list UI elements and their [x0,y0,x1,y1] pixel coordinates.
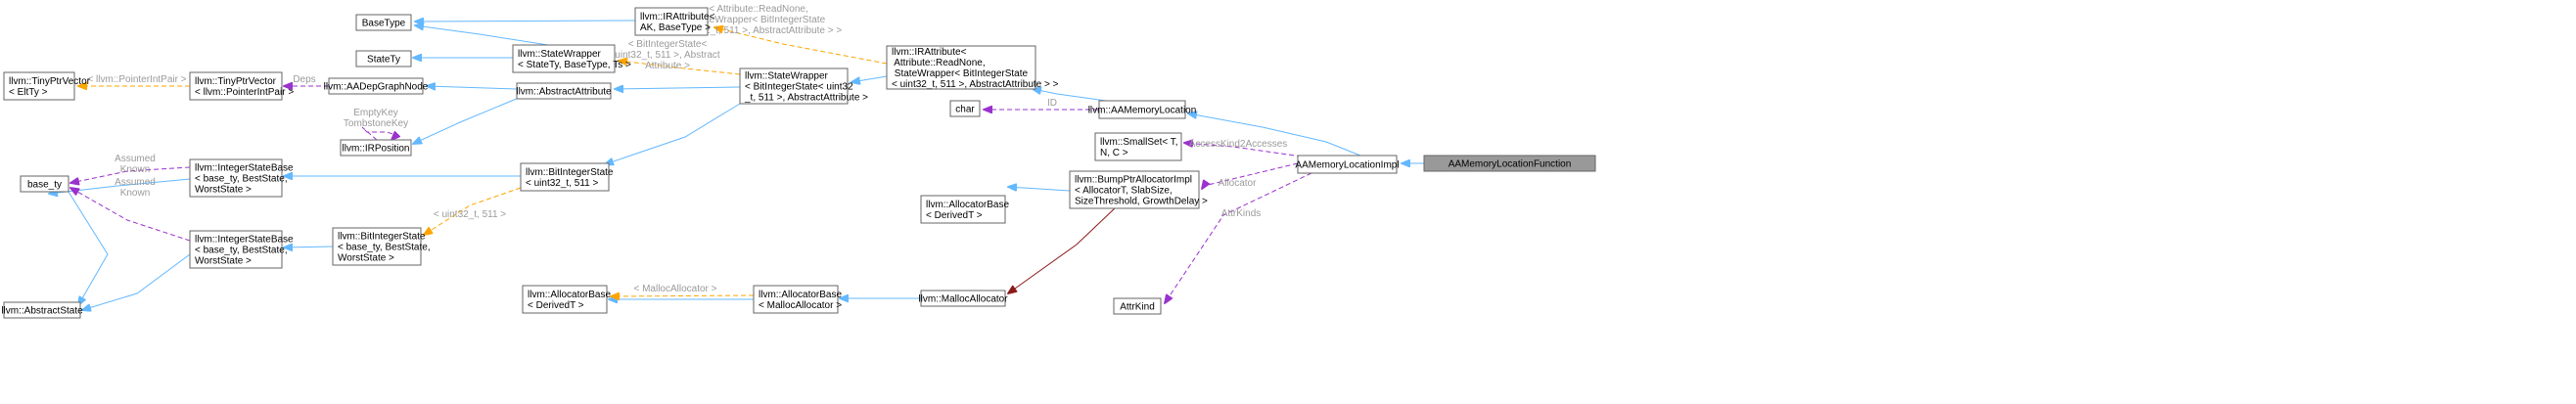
class-node-label: llvm::MallocAllocator [918,294,1008,305]
class-node-statety[interactable]: StateTy [355,50,412,67]
class-node-label: AAMemoryLocationImpl [1295,160,1399,171]
usage-edge [1184,143,1303,157]
label-statewrapper-template: < BitIntegerState<uint32_t, 511 >, Abstr… [615,39,720,71]
class-node-label: char [955,105,975,115]
class-node-irposition[interactable]: llvm::IRPosition [340,139,412,157]
class-node-mallocallocator[interactable]: llvm::MallocAllocator [918,290,1008,307]
class-node-label: llvm::AbstractAttribute [516,87,612,98]
class-node-label: base_ty [27,180,62,191]
class-node-char[interactable]: char [949,100,981,117]
inherit-edge [415,25,549,46]
label-allocator: Allocator [1219,178,1258,189]
class-node-label: llvm::AbstractState [1,306,83,317]
class-node-abstractstate[interactable]: llvm::AbstractState [1,301,83,319]
class-node-label: BaseType [362,19,406,29]
template-edge [611,295,755,296]
class-node-bumpptrallocatorimpl[interactable]: llvm::BumpPtrAllocatorImpl< AllocatorT, … [1069,170,1208,209]
class-node-label: AttrKind [1120,302,1155,313]
class-node-label: llvm::BumpPtrAllocatorImpl< AllocatorT, … [1075,175,1208,207]
private-edge [1008,206,1117,293]
class-node-label: llvm::AAMemoryLocation [1088,106,1197,116]
class-node-label: StateTy [367,55,400,66]
class-node-bitintegerstate[interactable]: llvm::BitIntegerState< uint32_t, 511 > [520,162,614,192]
template-edge [714,27,888,65]
class-node-integerstatebase2[interactable]: llvm::IntegerStateBase< base_ty, BestSta… [189,230,294,269]
class-node-base_ty[interactable]: base_ty [20,175,69,193]
inherit-edge [427,86,518,89]
class-node-aamemorylocationimpl[interactable]: AAMemoryLocationImpl [1295,155,1400,174]
label-accesskind: AccessKind2Accesses [1189,139,1288,150]
class-node-integerstatebase1[interactable]: llvm::IntegerStateBase< base_ty, BestSta… [189,158,294,198]
class-node-allocatorbasema[interactable]: llvm::AllocatorBase< MallocAllocator > [753,285,842,314]
class-node-tinyptrvectorpip[interactable]: llvm::TinyPtrVector< llvm::PointerIntPai… [189,71,294,101]
class-node-label: llvm::IRPosition [343,144,410,155]
usage-edge [361,126,396,140]
class-node-bitintegerstatet[interactable]: llvm::BitIntegerState< base_ty, BestStat… [332,227,431,266]
class-node-label: llvm::BitIntegerState< uint32_t, 511 > [526,167,614,189]
inherit-edge [1188,113,1361,157]
class-node-statewrappert[interactable]: llvm::StateWrapper< StateTy, BaseType, T… [512,44,631,73]
class-node-basetype[interactable]: BaseType [355,14,412,31]
class-node-label: llvm::SmallSet< T,N, C > [1100,137,1178,158]
inherit-edge [1033,89,1107,102]
class-node-tinyptrvectoret[interactable]: llvm::TinyPtrVector< EltTy > [3,71,91,101]
class-node-label: llvm::IRAttribute< Attribute::ReadNone, … [892,47,1059,90]
class-node-label: llvm::IntegerStateBase< base_ty, BestSta… [195,235,294,267]
class-node-label: llvm::TinyPtrVector< EltTy > [9,76,91,98]
class-node-label: llvm::AllocatorBase< DerivedT > [528,290,611,311]
label-deps: Deps [293,74,315,85]
class-node-attrkind[interactable]: AttrKind [1113,297,1162,315]
label-pointerintpair: < llvm::PointerIntPair > [87,74,186,85]
usage-edge [1202,162,1299,189]
usage-edge [70,166,191,183]
inherit-edge [413,97,520,144]
inherit-edge [1008,187,1071,191]
inherit-edge [82,253,191,310]
inherit-edge [605,103,741,164]
inherit-edge [851,75,888,82]
class-node-label: llvm::AllocatorBase< MallocAllocator > [759,290,842,311]
class-node-statewrapperbis[interactable]: llvm::StateWrapper< BitIntegerState< uin… [739,67,868,105]
class-node-label: llvm::StateWrapper< StateTy, BaseType, T… [518,49,631,70]
inherit-edge [68,191,109,305]
class-node-irattributeak[interactable]: llvm::IRAttribute<AK, BaseType > [634,7,715,36]
class-node-label: llvm::TinyPtrVector< llvm::PointerIntPai… [195,76,294,98]
usage-edge [1165,172,1312,303]
class-node-irattributern[interactable]: llvm::IRAttribute< Attribute::ReadNone, … [886,45,1059,90]
label-attrkinds: AttrKinds [1221,208,1262,219]
class-node-label: AAMemoryLocationFunction [1449,159,1572,170]
template-edge [619,61,741,75]
label-id: ID [1047,98,1057,109]
class-node-label: llvm::IntegerStateBase< base_ty, BestSta… [195,163,294,196]
inherit-edge [615,87,741,89]
usage-edge [70,188,191,242]
label-irattribute-template: < Attribute::ReadNone,StateWrapper< BitI… [675,4,843,36]
class-node-aamemorylocation[interactable]: llvm::AAMemoryLocation [1088,100,1197,119]
class-node-label: llvm::AllocatorBase< DerivedT > [926,200,1009,221]
template-edge [424,187,522,235]
label-uint-511: < uint32_t, 511 > [434,209,506,220]
class-node-label: llvm::BitIntegerState< base_ty, BestStat… [338,232,431,264]
label-mallocallocator: < MallocAllocator > [633,284,716,294]
class-node-abstractattribute[interactable]: llvm::AbstractAttribute [516,82,612,100]
class-node-aadepgraphnode[interactable]: llvm::AADepGraphNode [324,77,429,95]
class-node-label: llvm::IRAttribute<AK, BaseType > [640,12,715,33]
class-node-label: llvm::AADepGraphNode [324,82,429,93]
class-node-label: llvm::StateWrapper< BitIntegerState< uin… [744,71,868,104]
inherit-edge [415,21,636,22]
class-node-aamemorylocationfunction: AAMemoryLocationFunction [1423,155,1596,172]
class-node-smallset[interactable]: llvm::SmallSet< T,N, C > [1094,132,1182,161]
class-node-allocatorbased1[interactable]: llvm::AllocatorBase< DerivedT > [522,285,611,314]
class-node-allocatorbased2[interactable]: llvm::AllocatorBase< DerivedT > [920,195,1009,224]
